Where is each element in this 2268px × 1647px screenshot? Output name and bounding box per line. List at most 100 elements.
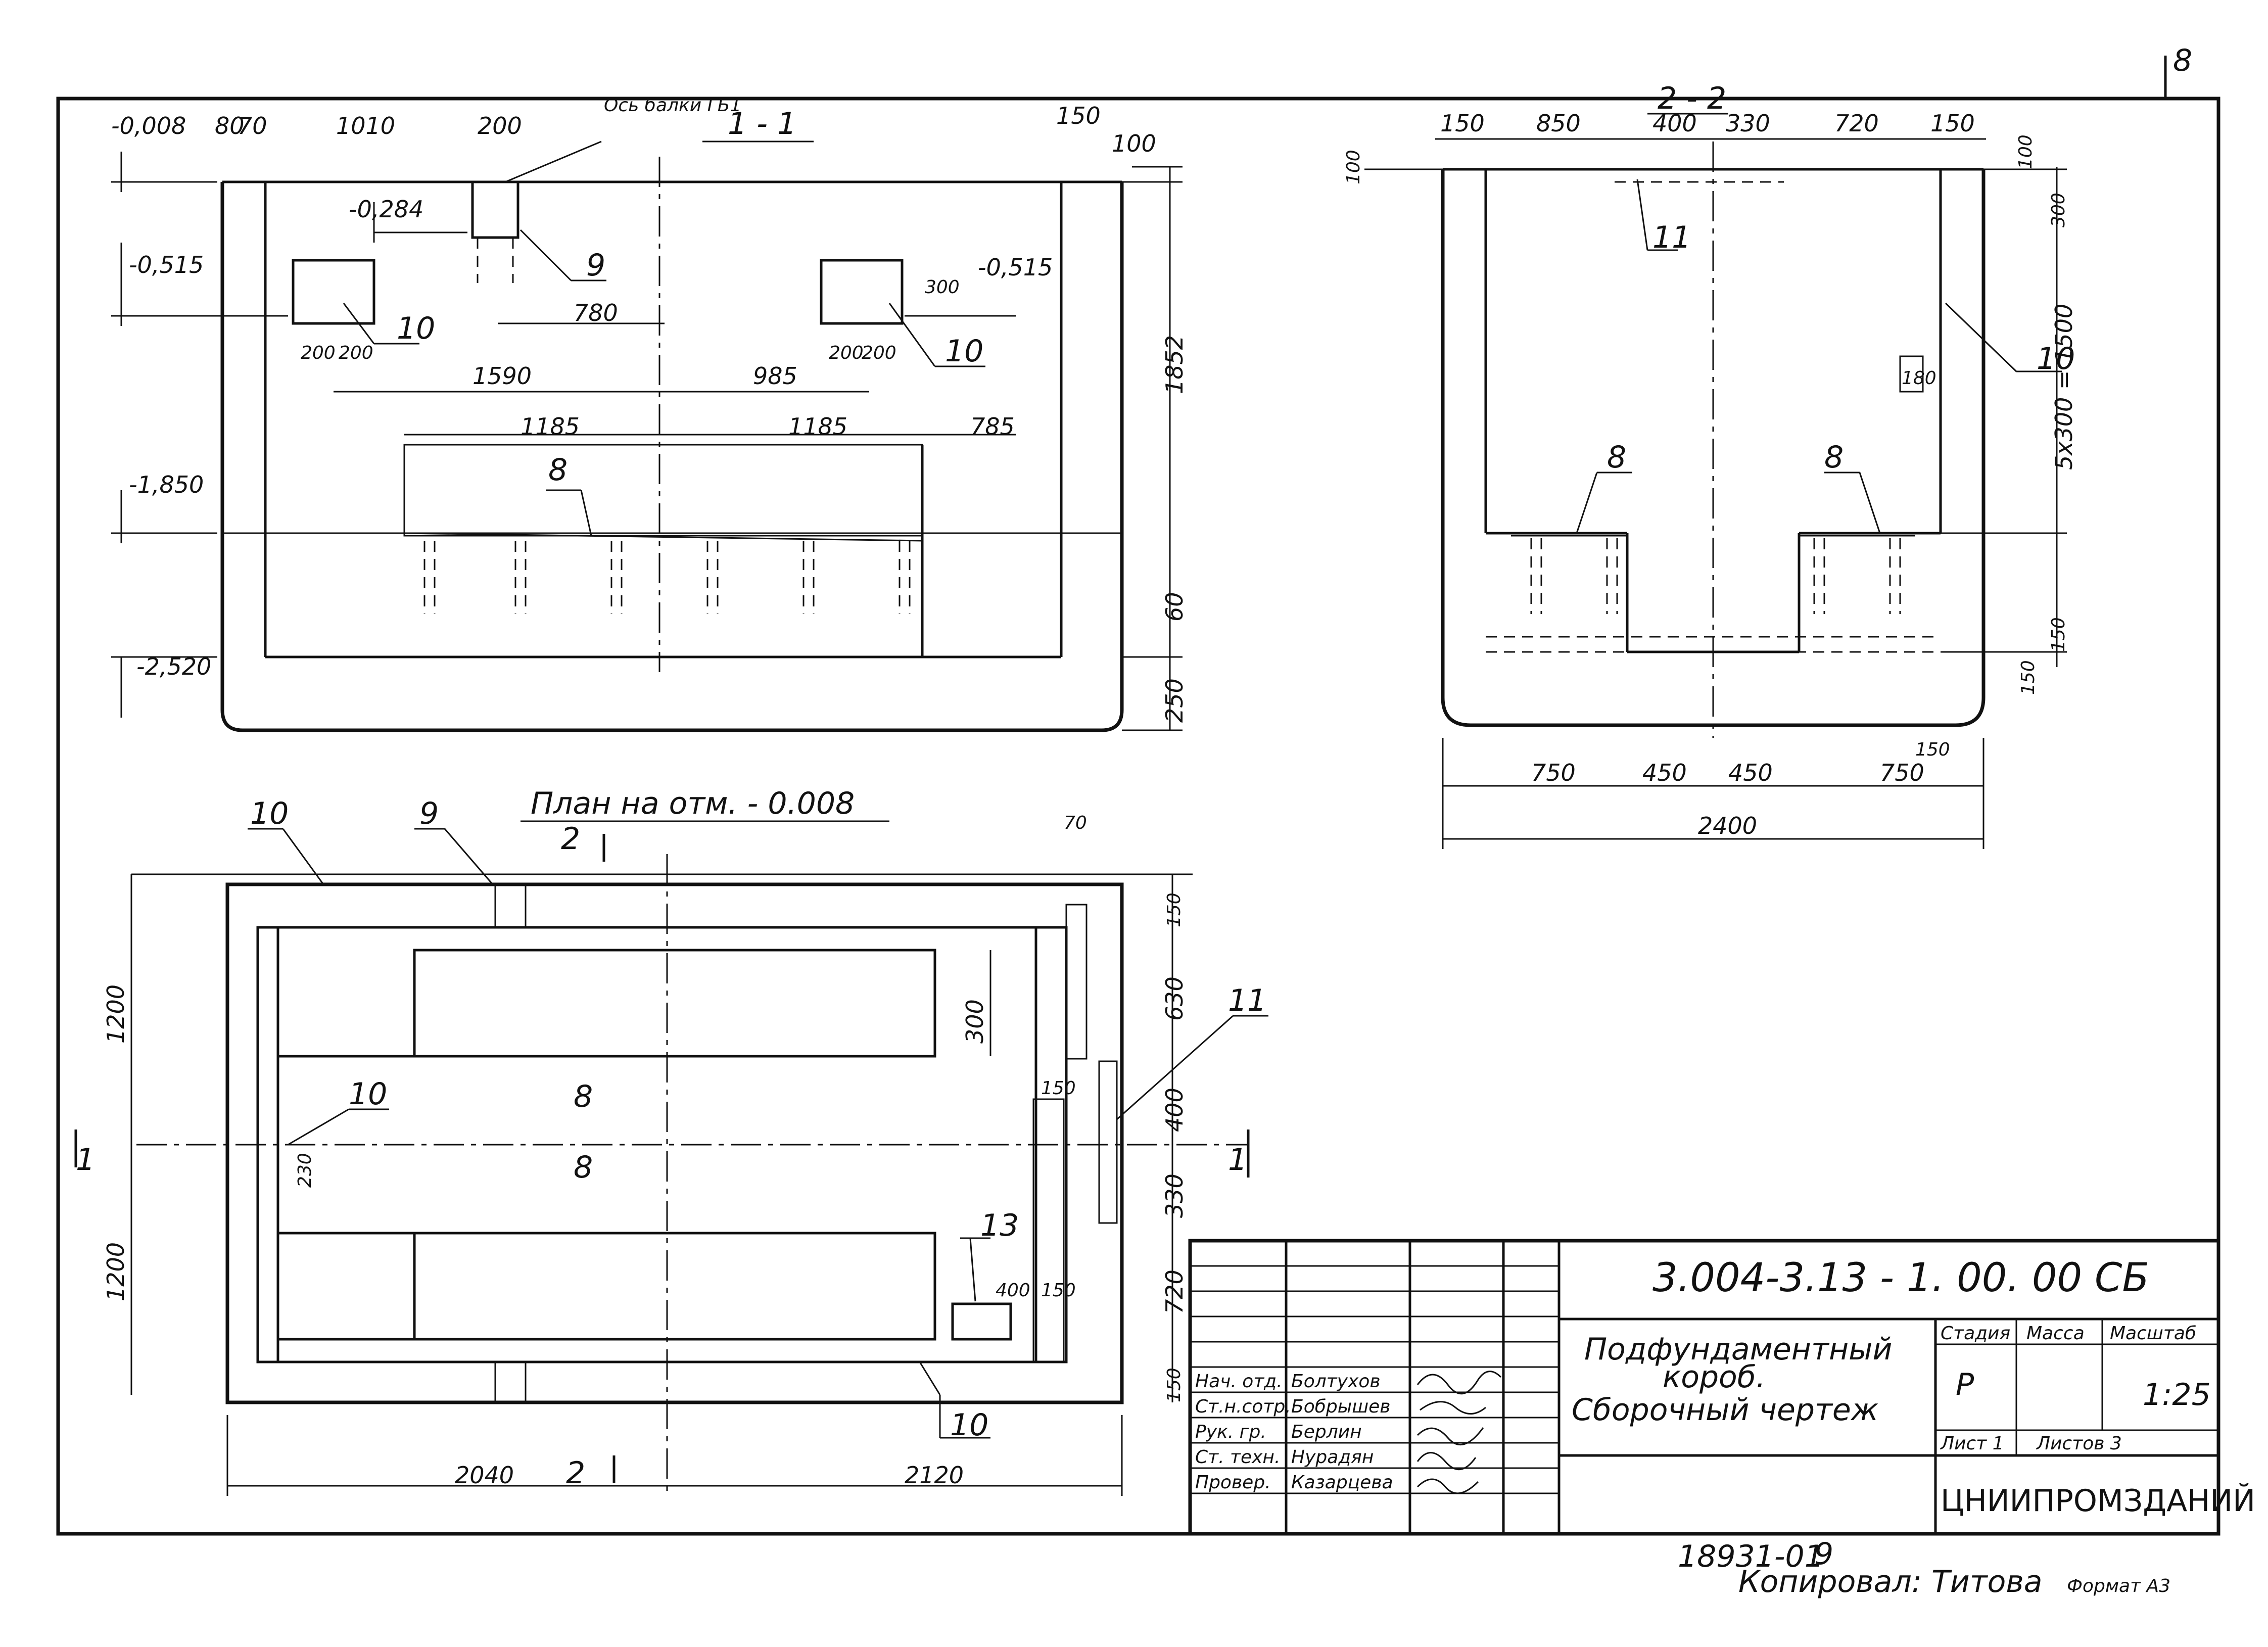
plan-view: План на отм. - 0.008 2 2 1 1 (74, 786, 1268, 1496)
svg-text:1200: 1200 (102, 984, 129, 1044)
sheet-frame (56, 97, 2220, 1536)
svg-text:Болтухов: Болтухов (1291, 1371, 1381, 1392)
svg-text:1185: 1185 (788, 413, 847, 440)
svg-text:330: 330 (1726, 110, 1770, 137)
section-1-1-title: 1 - 1 (728, 106, 796, 142)
section-mark: 1 (76, 1142, 95, 1178)
svg-text:Ст.н.сотр.: Ст.н.сотр. (1195, 1396, 1291, 1417)
beam-8-upper (413, 949, 936, 1058)
scale-value: 1:25 (2143, 1377, 2211, 1413)
callout: 10 (945, 334, 983, 369)
organization: ЦНИИПРОМЗДАНИЙ (1941, 1482, 2255, 1519)
signatures (1416, 1371, 1502, 1494)
archive-number: 18931-01 (1678, 1539, 1824, 1574)
section-mark: 2 (566, 1455, 585, 1491)
callout: 8 (548, 452, 568, 488)
svg-text:короб.: короб. (1663, 1359, 1766, 1395)
svg-text:720: 720 (1834, 110, 1879, 137)
callout: 8 (1607, 440, 1626, 475)
svg-text:Стадия: Стадия (1941, 1323, 2010, 1344)
svg-text:780: 780 (574, 299, 618, 326)
svg-text:Бобрышев: Бобрышев (1291, 1396, 1391, 1417)
callout: 11 (1228, 983, 1266, 1018)
svg-text:9: 9 (1814, 1536, 1833, 1572)
svg-text:150: 150 (1915, 739, 1950, 760)
svg-text:200: 200 (862, 343, 896, 363)
beam-axis-note: Ось балки ГБ1 (604, 95, 741, 116)
svg-text:200: 200 (829, 343, 864, 363)
svg-text:180: 180 (1902, 368, 1936, 389)
box-outline (220, 182, 1124, 732)
section-mark: 2 (561, 821, 580, 857)
section-mark: 1 (1228, 1142, 1247, 1178)
svg-text:Ст. техн.: Ст. техн. (1195, 1447, 1280, 1468)
svg-text:250: 250 (1161, 678, 1188, 723)
svg-text:70: 70 (238, 112, 267, 139)
section-1-1: 1 - 1 (111, 95, 1188, 732)
svg-text:450: 450 (1642, 759, 1687, 786)
callout: 9 (419, 796, 439, 831)
svg-text:Нурадян: Нурадян (1291, 1447, 1374, 1468)
svg-text:2040: 2040 (455, 1462, 514, 1489)
svg-text:450: 450 (1728, 759, 1773, 786)
svg-text:Лист 1: Лист 1 (1940, 1433, 2004, 1454)
svg-text:Провер.: Провер. (1195, 1472, 1271, 1493)
svg-text:150: 150 (2018, 660, 2039, 695)
svg-text:750: 750 (1880, 759, 1924, 786)
document-code: 3.004-3.13 - 1. 00. 00 СБ (1652, 1255, 2149, 1301)
callout: 10 (250, 796, 289, 831)
svg-text:750: 750 (1531, 759, 1576, 786)
svg-text:150: 150 (1041, 1078, 1076, 1099)
svg-text:300: 300 (2048, 193, 2069, 227)
plan-title: План на отм. - 0.008 (531, 786, 855, 821)
svg-text:Берлин: Берлин (1291, 1422, 1362, 1442)
callout: 8 (574, 1079, 593, 1114)
callout: 10 (397, 311, 435, 346)
svg-text:Листов 3: Листов 3 (2036, 1433, 2122, 1454)
svg-text:Масштаб: Масштаб (2110, 1323, 2196, 1344)
svg-text:60: 60 (1161, 592, 1188, 622)
copied-by: Копировал: Титова (1738, 1564, 2043, 1599)
svg-text:Рук. гр.: Рук. гр. (1195, 1422, 1266, 1442)
svg-text:850: 850 (1536, 110, 1581, 137)
svg-text:100: 100 (2015, 134, 2036, 169)
svg-text:150: 150 (1164, 892, 1185, 927)
title-block: 3.004-3.13 - 1. 00. 00 СБ Подфундаментны… (1188, 1239, 2255, 1536)
svg-text:-1,850: -1,850 (129, 471, 204, 498)
callout: 11 (1652, 220, 1691, 255)
document-title: Подфундаментный (1584, 1332, 1893, 1367)
callout: 13 (980, 1208, 1019, 1243)
svg-text:1200: 1200 (102, 1242, 129, 1301)
sheet-number: 8 (2173, 43, 2192, 78)
svg-text:150: 150 (1056, 102, 1101, 129)
svg-text:2400: 2400 (1698, 812, 1757, 839)
svg-text:-0,008: -0,008 (111, 112, 186, 139)
callout: 8 (1824, 440, 1844, 475)
svg-text:100: 100 (1112, 130, 1156, 157)
svg-text:1590: 1590 (472, 362, 532, 390)
svg-text:720: 720 (1161, 1269, 1188, 1314)
svg-text:400: 400 (1652, 110, 1697, 137)
svg-text:200: 200 (339, 343, 373, 363)
svg-text:80: 80 (215, 112, 245, 139)
svg-text:150: 150 (1930, 110, 1975, 137)
callout: 10 (950, 1407, 988, 1443)
paper-format: Формат А3 (2067, 1576, 2170, 1596)
svg-text:-0,515: -0,515 (129, 251, 204, 278)
svg-text:230: 230 (295, 1153, 315, 1188)
svg-text:70: 70 (1064, 813, 1087, 833)
svg-text:Масса: Масса (2026, 1323, 2085, 1344)
svg-text:1852: 1852 (1161, 335, 1188, 394)
section-2-2: 2 - 2 (1343, 81, 2077, 849)
beam-8-lower (413, 1232, 936, 1341)
svg-text:785: 785 (970, 413, 1015, 440)
svg-text:330: 330 (1161, 1173, 1188, 1218)
svg-text:1010: 1010 (336, 112, 395, 139)
svg-text:1185: 1185 (521, 413, 580, 440)
svg-text:150: 150 (1440, 110, 1485, 137)
svg-text:300: 300 (961, 999, 988, 1044)
svg-text:150: 150 (1041, 1280, 1076, 1301)
callout: 8 (574, 1150, 593, 1185)
callout: 9 (586, 248, 605, 283)
svg-text:-2,520: -2,520 (136, 653, 211, 680)
